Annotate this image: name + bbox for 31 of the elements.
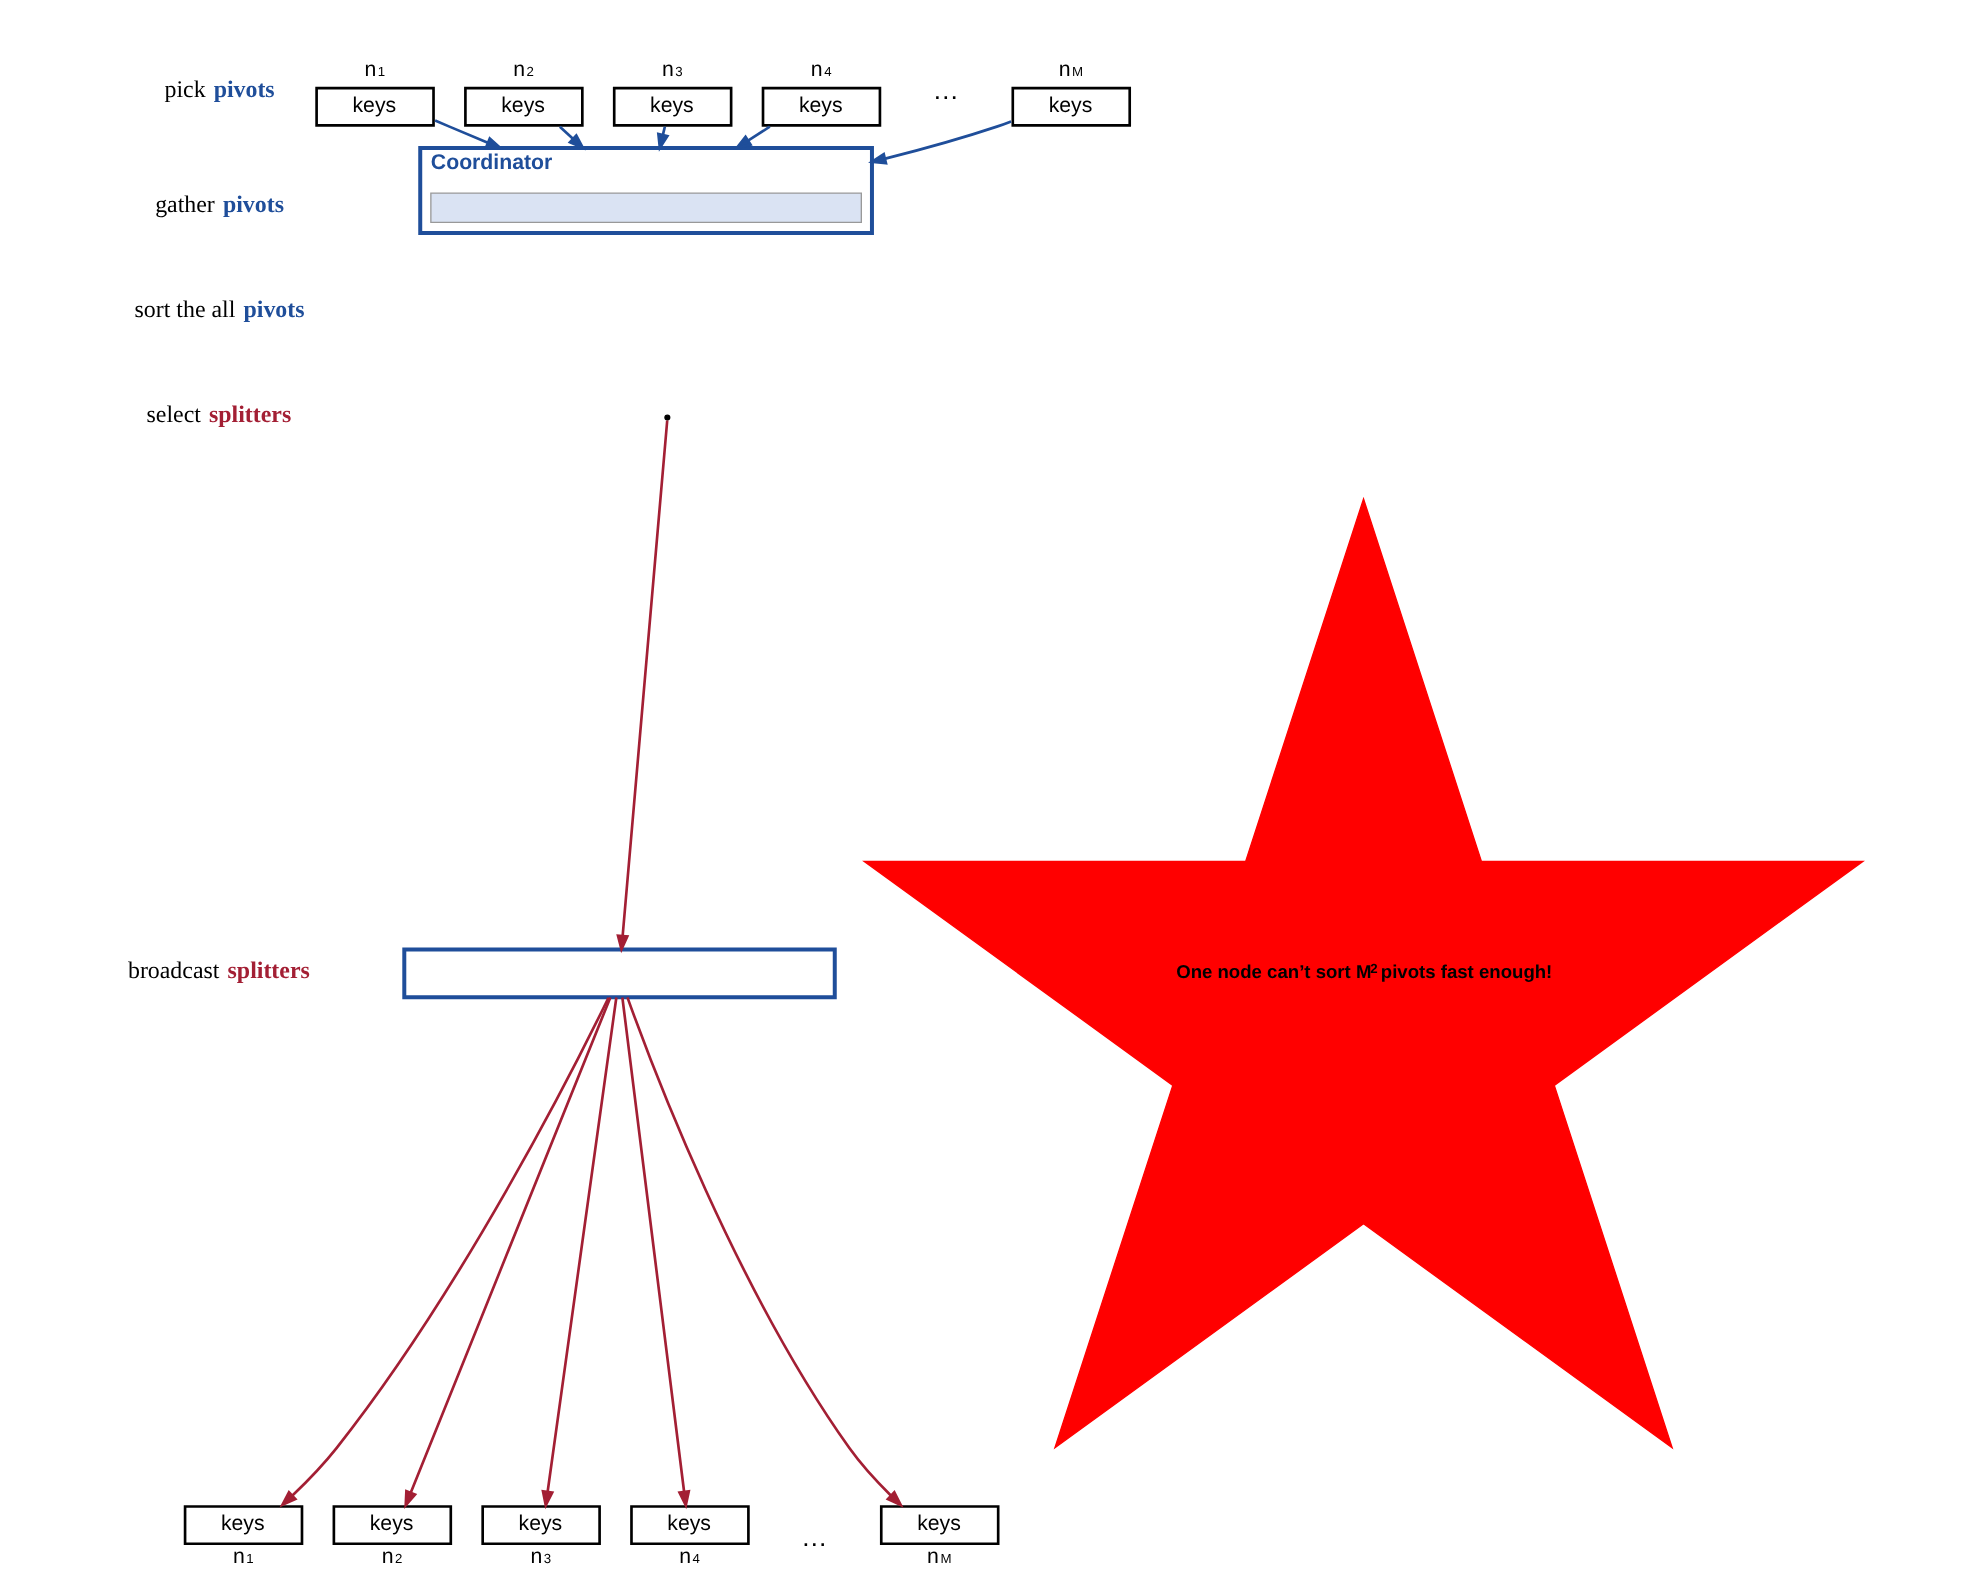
node-box: keys [464,86,584,127]
label: pick pivots [164,74,275,103]
arrow [868,120,1012,165]
node-box: keys [630,1505,750,1546]
label: … [800,1522,828,1553]
node-box: keys [761,86,882,127]
node-bar [430,192,862,223]
arrow [733,125,771,151]
arrow [541,997,618,1510]
arrow [616,420,669,954]
label: gather pivots [155,190,284,219]
node-box: keys [1011,86,1132,127]
label: select splitters [146,400,292,429]
arrow [404,997,612,1509]
arrow [279,997,610,1508]
cluster: Coordinator [418,145,874,235]
label: sort the all pivots [134,295,305,324]
label: … [932,74,959,105]
arrow [434,119,504,150]
node-box: keys [332,1505,453,1546]
arrow [626,996,904,1508]
arrow [656,126,670,152]
node-box [402,947,837,1000]
node-box: keys [612,86,733,127]
node-box: keys [879,1505,1000,1546]
arrow [621,997,691,1510]
node-box: keys [315,86,435,127]
arrow [559,125,586,151]
label: broadcast splitters [127,955,310,984]
node-box: keys [183,1505,304,1546]
node-box: keys [481,1505,601,1546]
